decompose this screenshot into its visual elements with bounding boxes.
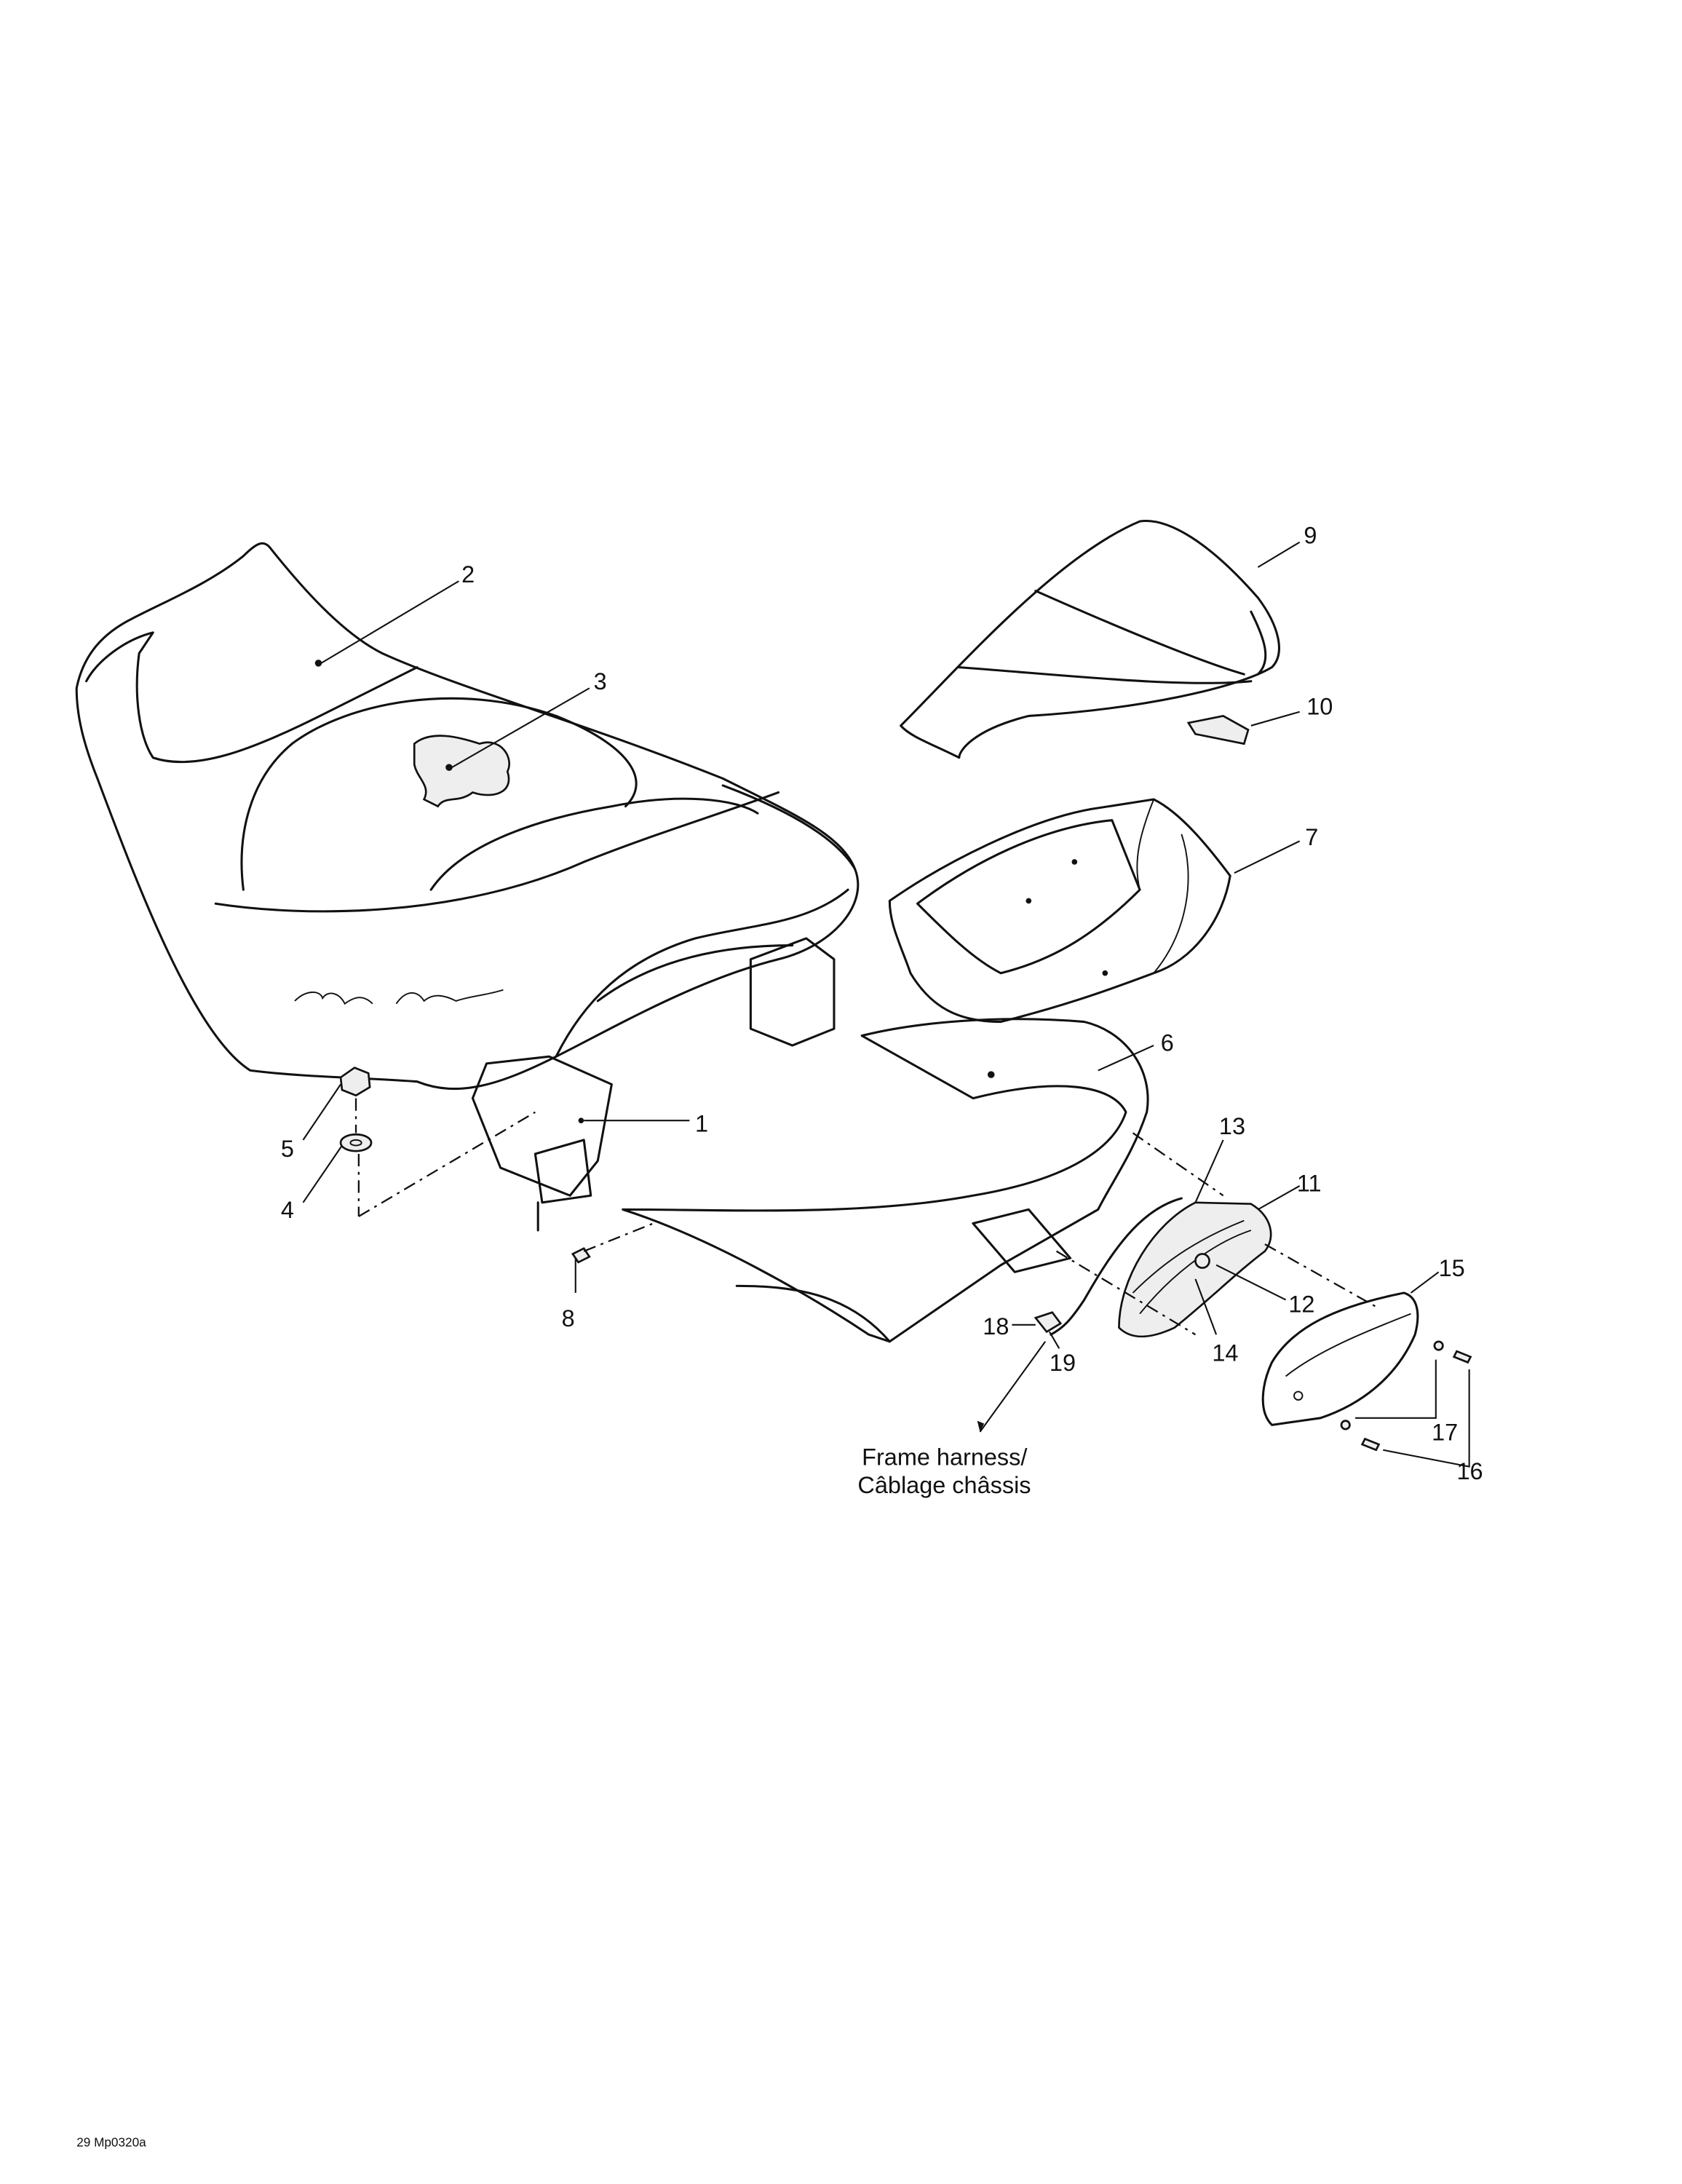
callout-10: 10: [1306, 694, 1333, 720]
callout-15: 15: [1439, 1255, 1465, 1281]
callout-2: 2: [461, 561, 475, 587]
leader-lines: [302, 541, 1440, 1349]
top-cover-part: [900, 519, 1280, 759]
clip-part: [1186, 715, 1250, 745]
callout-5: 5: [281, 1136, 294, 1162]
nut-and-washer: [339, 1067, 536, 1217]
callout-3: 3: [594, 668, 607, 695]
callout-12: 12: [1288, 1291, 1314, 1318]
callout-19: 19: [1050, 1350, 1076, 1376]
taillight-assembly: [1034, 1197, 1272, 1338]
callout-6: 6: [1161, 1030, 1174, 1056]
seat-patch: [413, 735, 510, 808]
callout-9: 9: [1304, 523, 1317, 549]
callout-4: 4: [281, 1197, 294, 1223]
callout-8: 8: [562, 1305, 575, 1332]
seat-logo-script: [294, 989, 504, 1005]
callout-7: 7: [1305, 824, 1318, 850]
callout-18: 18: [983, 1313, 1009, 1340]
storage-tray-part: [888, 798, 1231, 1024]
caption-frame-harness: Frame harness/: [862, 1444, 1028, 1471]
connector-part: [1034, 1311, 1063, 1334]
caption-cablage-chassis: Câblage châssis: [857, 1472, 1031, 1498]
callout-16: 16: [1456, 1458, 1483, 1484]
drawing-code: 29 Mp0320a: [76, 2134, 146, 2149]
callout-14: 14: [1212, 1340, 1238, 1366]
callout-13: 13: [1219, 1113, 1245, 1139]
callout-1: 1: [695, 1110, 708, 1136]
seat-assembly: [75, 542, 860, 1232]
rear-fender-part: [571, 1018, 1149, 1343]
callout-11: 11: [1297, 1171, 1322, 1197]
callout-17: 17: [1432, 1419, 1458, 1445]
lens-assembly: [1261, 1291, 1472, 1468]
